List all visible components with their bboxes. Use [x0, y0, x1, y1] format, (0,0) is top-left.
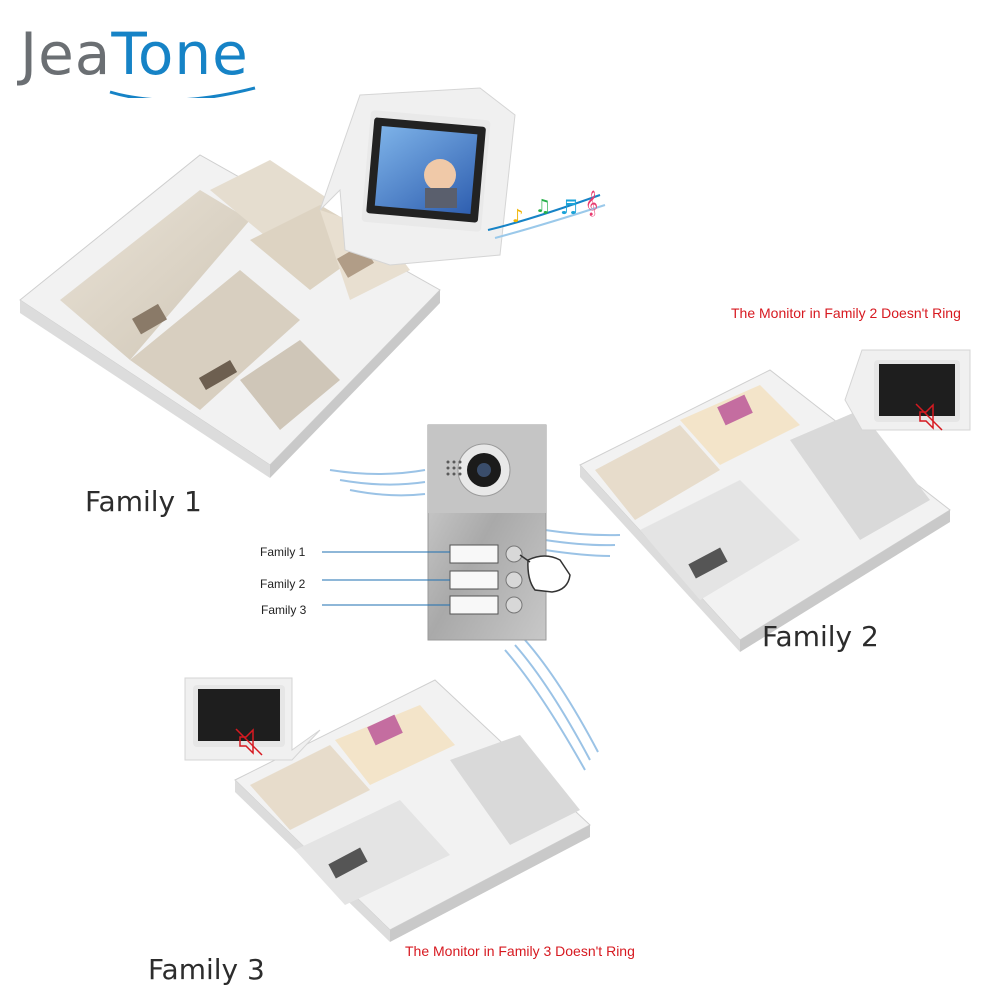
svg-text:♫: ♫ [535, 196, 551, 217]
button-label-family3: Family 3 [261, 603, 307, 617]
svg-text:♬: ♬ [560, 195, 578, 219]
family1-floorplan [19, 154, 441, 478]
call-button-family3[interactable] [505, 596, 523, 614]
brand-logo: JeaTone [20, 18, 290, 98]
family2-no-ring-note: The Monitor in Family 2 Doesn't Ring [731, 305, 961, 321]
family3-no-ring-note: The Monitor in Family 3 Doesn't Ring [405, 943, 635, 959]
button-label-family2: Family 2 [260, 577, 306, 591]
ringing-music-notes-icon: ♪ ♫ ♬ 𝄞 [487, 190, 606, 239]
svg-text:𝄞: 𝄞 [585, 190, 598, 216]
family3-label: Family 3 [148, 953, 265, 986]
logo-swoosh [109, 86, 256, 98]
family3-monitor-bubble [184, 677, 321, 761]
family2-muted-speaker-icon [915, 403, 943, 431]
family3-muted-speaker-icon [235, 728, 263, 756]
family1-label: Family 1 [85, 485, 202, 518]
family2-floorplan [579, 369, 951, 652]
signal-waves [329, 469, 621, 771]
pressing-hand-icon [519, 554, 571, 593]
family3-floorplan [234, 679, 591, 942]
brand-name-part1: Jea [20, 20, 112, 88]
family2-monitor-bubble [844, 349, 971, 431]
door-station [427, 424, 547, 641]
call-button-family2[interactable] [505, 571, 523, 589]
family1-monitor-bubble [319, 87, 516, 266]
button-label-family1: Family 1 [260, 545, 306, 559]
svg-text:♪: ♪ [512, 206, 524, 227]
call-button-family1[interactable] [505, 545, 523, 563]
family2-label: Family 2 [762, 620, 879, 653]
button-leader-lines [322, 551, 450, 606]
brand-name-part2: Tone [111, 20, 249, 88]
door-station-name-plates [449, 544, 499, 615]
